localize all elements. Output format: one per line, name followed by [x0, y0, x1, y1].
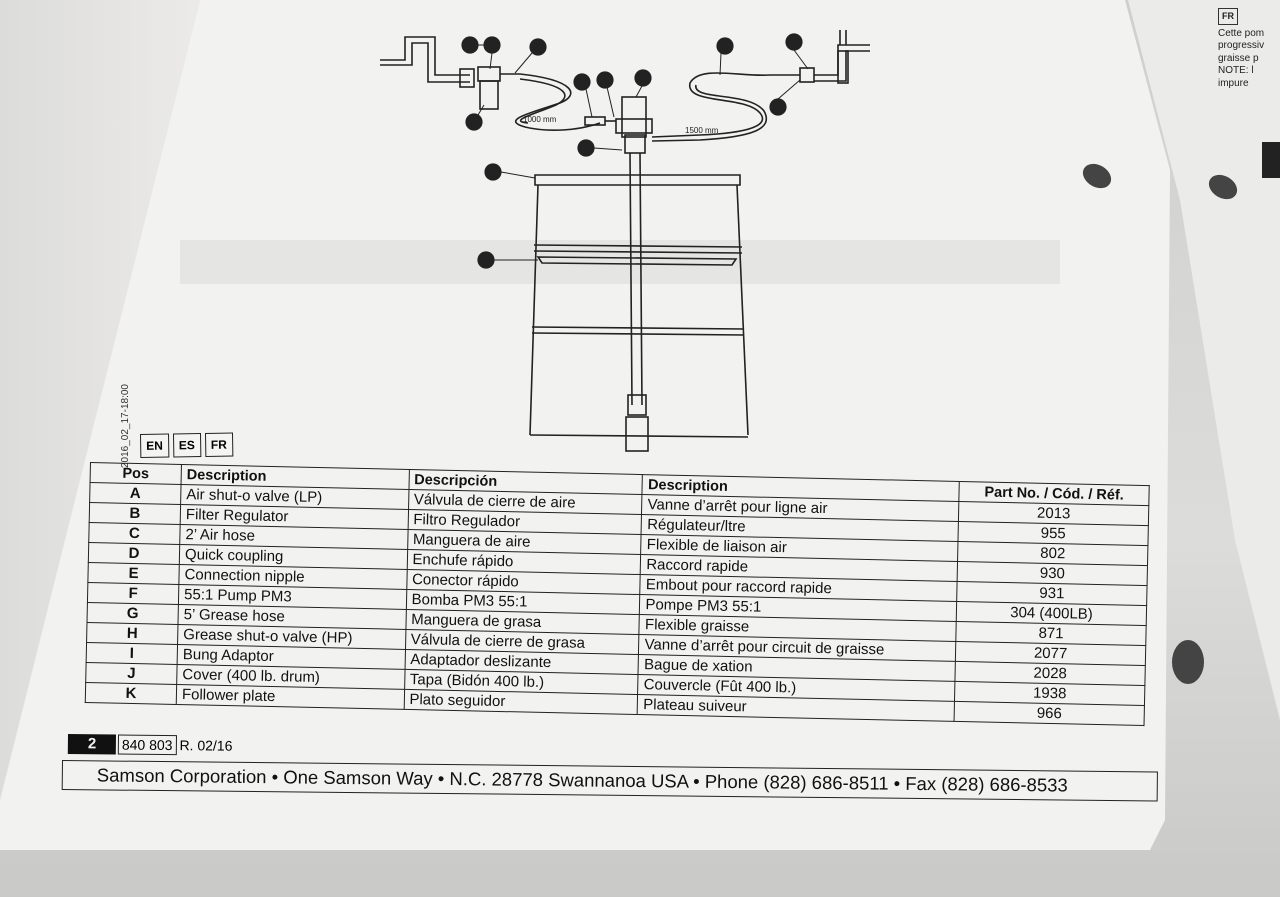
- right-page-line: Cette pom: [1218, 27, 1265, 39]
- header-pos: Pos: [90, 462, 182, 485]
- right-page-line: progressiv: [1218, 40, 1265, 51]
- row-pos: I: [86, 642, 178, 665]
- row-pos: G: [86, 602, 179, 625]
- page-number: 2: [67, 734, 116, 755]
- right-page-lang: FR: [1218, 8, 1238, 25]
- right-page-line: impure: [1218, 77, 1249, 89]
- callout: E: [601, 75, 608, 87]
- print-date-stamp: 2016_02_17-18:00: [120, 384, 131, 468]
- callout: F: [639, 73, 646, 85]
- lang-fr: FR: [204, 432, 234, 457]
- punch-hole: [1172, 640, 1204, 684]
- callout: M: [773, 102, 782, 114]
- callout: K: [482, 255, 490, 267]
- page-code: 2 840 803 R. 02/16: [67, 734, 233, 756]
- row-pos: C: [88, 522, 181, 545]
- right-page-line: NOTE: l: [1218, 65, 1254, 76]
- row-pos: J: [85, 662, 178, 685]
- callout: I: [583, 143, 586, 155]
- callout: B: [488, 40, 495, 52]
- callout: L: [470, 117, 476, 129]
- callout: G: [721, 41, 730, 53]
- callout: H: [790, 37, 798, 49]
- row-pos: A: [89, 482, 182, 505]
- hose-length-left: 1000 mm: [523, 115, 557, 124]
- row-pos: B: [89, 502, 181, 525]
- language-selector: EN ES FR: [140, 432, 234, 458]
- parts-table: Pos Description Descripción Description …: [85, 462, 1150, 726]
- right-page-dark-tab: [1262, 142, 1280, 178]
- lang-en: EN: [140, 433, 170, 458]
- row-pos: D: [88, 542, 180, 565]
- pump-assembly-diagram: 1000 mm 1500 mm A B C D E F G H I J K L …: [380, 30, 870, 452]
- right-page-line: graisse p: [1218, 52, 1259, 64]
- row-pos: F: [87, 582, 179, 605]
- document-revision: R. 02/16: [179, 737, 233, 754]
- row-pos: E: [87, 562, 180, 585]
- lang-es: ES: [172, 433, 202, 458]
- row-part-number: 966: [954, 701, 1145, 726]
- callout: C: [534, 42, 542, 54]
- row-description-en: Follower plate: [176, 684, 405, 710]
- row-pos: K: [85, 682, 177, 705]
- document-number: 840 803: [117, 734, 177, 756]
- right-page-text: FR Cette pom progressiv graisse p NOTE: …: [1218, 8, 1264, 90]
- callout: A: [466, 40, 474, 52]
- callout: J: [489, 167, 495, 179]
- row-pos: H: [86, 622, 178, 645]
- bleed-through-band: [180, 240, 1060, 284]
- hose-length-right: 1500 mm: [685, 126, 719, 135]
- callout: D: [578, 77, 586, 89]
